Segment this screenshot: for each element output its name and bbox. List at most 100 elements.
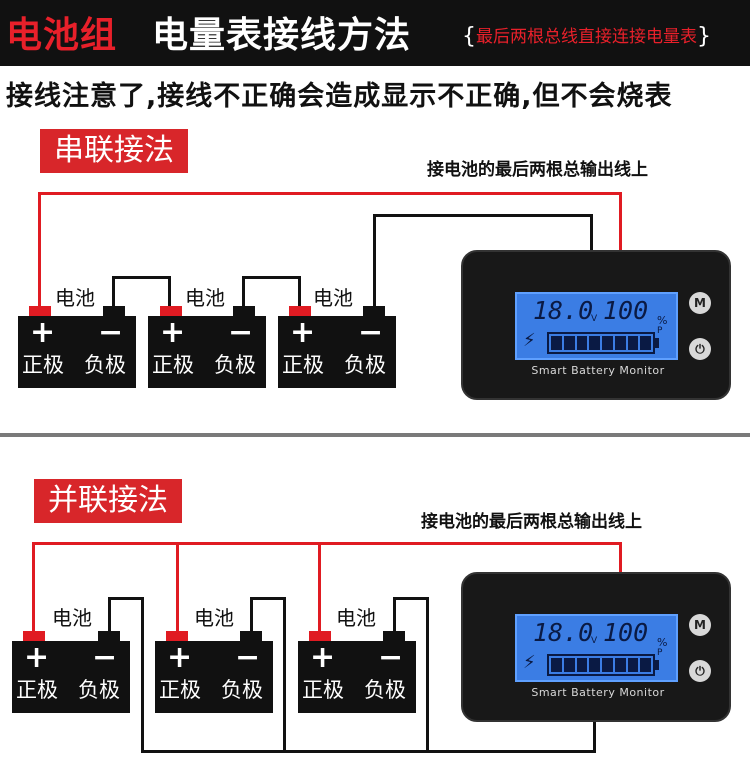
parallel-red-bus [32,542,622,545]
series-black-monitor-drop [590,214,593,252]
series-link2-right [298,276,301,310]
series-link2-left [242,276,245,310]
header-subtitle-text: 最后两根总线直接连接电量表 [476,27,697,47]
series-note: 接电池的最后两根总输出线上 [427,160,648,180]
voltage-readout: 18.0 [533,618,594,647]
parallel-battery-monitor: 18.0 V 100 % P ⚡ Smart Battery Monitor M… [461,572,731,722]
section-divider [0,433,750,437]
parallel-black-down-2 [283,597,286,753]
p-indicator: P [657,326,663,336]
series-pos-terminal-1 [29,306,51,317]
series-battery-monitor: 18.0 V 100 % P ⚡ Smart Battery Monitor M… [461,250,731,400]
series-pos-terminal-2 [160,306,182,317]
series-pos-terminal-3 [289,306,311,317]
series-neg-terminal-1 [103,306,125,317]
parallel-neg-terminal-2 [240,631,262,642]
p-indicator: P [657,648,663,658]
minus-icon: − [228,315,254,350]
minus-icon: − [358,315,384,350]
parallel-neg-terminal-1 [98,631,120,642]
negative-label: 负极 [344,353,386,377]
series-battery-3: + − 正极 负极 [278,316,396,388]
plus-icon: + [290,315,316,350]
series-cell-label-3: 电池 [313,286,353,310]
percent-readout: 100 [603,618,649,647]
lcd-display: 18.0 V 100 % P ⚡ [515,292,678,360]
power-button[interactable]: ⏻ [689,338,711,360]
parallel-black-stub-3 [393,597,429,600]
series-black-drop [373,214,376,310]
power-button[interactable]: ⏻ [689,660,711,682]
parallel-red-monitor-drop [619,542,622,574]
parallel-red-drop-2 [176,542,179,634]
series-neg-terminal-2 [233,306,255,317]
plus-icon: + [160,315,186,350]
parallel-black-up-3 [393,597,396,634]
m-button[interactable]: M [689,614,711,636]
positive-label: 正极 [16,678,58,702]
series-link1-top [112,276,170,279]
negative-label: 负极 [221,678,263,702]
series-red-monitor-drop [619,192,622,252]
parallel-cell-label-2: 电池 [194,606,234,630]
battery-cap [655,660,659,670]
negative-label: 负极 [84,353,126,377]
series-cell-label-1: 电池 [55,286,95,310]
parallel-red-drop-1 [32,542,35,634]
series-link1-left [112,276,115,310]
parallel-black-stub-2 [250,597,286,600]
voltage-unit: V [591,636,598,646]
percent-unit: % [657,314,668,327]
parallel-black-stub-1 [108,597,144,600]
negative-label: 负极 [214,353,256,377]
negative-label: 负极 [78,678,120,702]
percent-readout: 100 [603,296,649,325]
series-cell-label-2: 电池 [185,286,225,310]
negative-label: 负极 [364,678,406,702]
positive-label: 正极 [282,353,324,377]
header-bar: 电池组 电量表接线方法 {最后两根总线直接连接电量表} [0,0,750,66]
battery-level-bar [547,332,655,354]
title-wiring-method: 电量表接线方法 [152,15,412,56]
title-battery-pack: 电池组 [6,15,118,56]
parallel-pos-terminal-3 [309,631,331,642]
battery-cap [655,338,659,348]
series-neg-terminal-3 [363,306,385,317]
parallel-cell-label-3: 电池 [336,606,376,630]
positive-label: 正极 [302,678,344,702]
series-label: 串联接法 [40,129,188,173]
header-subtitle: {最后两根总线直接连接电量表} [462,24,711,49]
parallel-battery-3: + − 正极 负极 [298,641,416,713]
parallel-black-down-1 [141,597,144,753]
m-button[interactable]: M [689,292,711,314]
parallel-pos-terminal-1 [23,631,45,642]
parallel-pos-terminal-2 [166,631,188,642]
parallel-black-up-1 [108,597,111,634]
parallel-black-monitor-rise [593,718,596,753]
bolt-icon: ⚡ [523,652,536,673]
monitor-label: Smart Battery Monitor [531,364,665,377]
positive-label: 正极 [159,678,201,702]
power-icon: ⏻ [695,342,705,356]
series-link1-right [168,276,171,310]
positive-label: 正极 [152,353,194,377]
parallel-black-up-2 [250,597,253,634]
series-red-top-wire [38,192,622,195]
parallel-black-bus [141,750,596,753]
lcd-display: 18.0 V 100 % P ⚡ [515,614,678,682]
monitor-label: Smart Battery Monitor [531,686,665,699]
bolt-icon: ⚡ [523,330,536,351]
percent-unit: % [657,636,668,649]
voltage-readout: 18.0 [533,296,594,325]
minus-icon: − [235,640,261,675]
minus-icon: − [92,640,118,675]
positive-label: 正极 [22,353,64,377]
wiring-notice: 接线注意了,接线不正确会造成显示不正确,但不会烧表 [6,81,673,112]
parallel-note: 接电池的最后两根总输出线上 [421,512,642,532]
plus-icon: + [310,640,336,675]
plus-icon: + [167,640,193,675]
battery-level-bar [547,654,655,676]
power-icon: ⏻ [695,664,705,678]
series-red-left-drop [38,192,41,310]
series-battery-2: + − 正极 负极 [148,316,266,388]
